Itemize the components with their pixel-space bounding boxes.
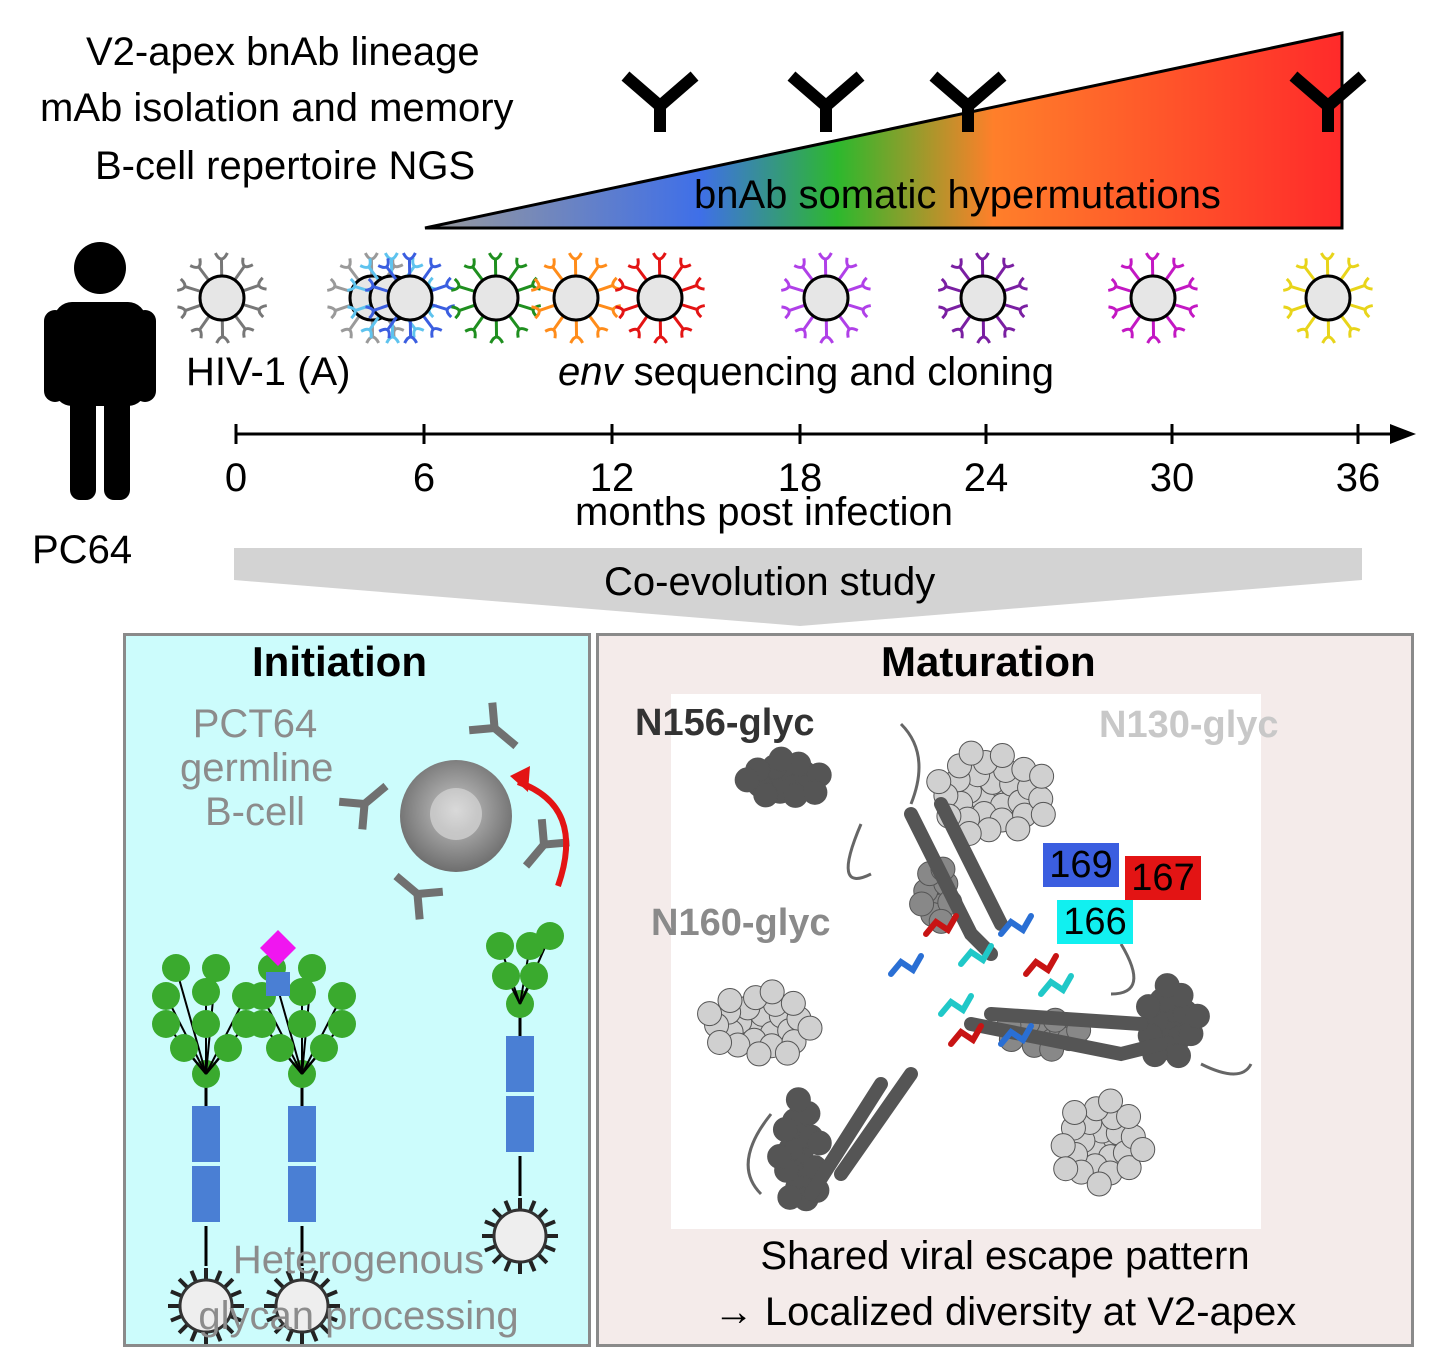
coevolution-banner-shape xyxy=(234,548,1362,626)
axis-tick-label: 30 xyxy=(1149,456,1195,500)
env-sequencing-text: sequencing and cloning xyxy=(622,350,1054,394)
residue-sticks xyxy=(938,993,974,1017)
glycan-tree-icon xyxy=(486,922,564,1196)
env-virion-icon xyxy=(1282,252,1374,344)
axis-tick-label: 12 xyxy=(589,456,635,500)
protein-ribbons xyxy=(804,797,1168,1201)
env-virion-icon xyxy=(1107,252,1199,344)
axis-tick-label: 24 xyxy=(963,456,1009,500)
arrowhead xyxy=(510,766,530,792)
timeline-axis xyxy=(234,424,1416,444)
header-line-1: V2-apex bnAb lineage xyxy=(86,30,480,74)
initiation-panel: Initiation PCT64 germline B-cell Heterog… xyxy=(123,633,591,1347)
header-line-3: B-cell repertoire NGS xyxy=(95,144,476,188)
n156-glycan-spheres xyxy=(734,746,832,808)
env-virion-icon xyxy=(614,252,706,344)
residue-sticks xyxy=(1038,973,1074,997)
env-virion-icon xyxy=(780,252,872,344)
hiv-label: HIV-1 (A) xyxy=(186,350,351,394)
env-sequencing-label: env sequencing and cloning xyxy=(558,352,1054,392)
bcell-label-line-2: germline xyxy=(180,746,334,790)
glycan-spheres xyxy=(767,1087,832,1212)
maturation-panel: Maturation N156-glyc N130-glyc N160-glyc… xyxy=(596,633,1414,1347)
initiation-footer-line-2: glycan processing xyxy=(198,1294,519,1338)
residue-sticks xyxy=(998,1023,1034,1047)
initiation-footer: Heterogenous glycan processing xyxy=(156,1232,561,1344)
residue-sticks xyxy=(923,913,959,937)
initiation-title: Initiation xyxy=(252,638,427,685)
axis-tick-label: 0 xyxy=(224,456,248,500)
antibody-icon xyxy=(929,71,1007,132)
n160-glycan-label: N160-glyc xyxy=(651,902,831,944)
glycan-illustration xyxy=(152,702,570,1344)
bcell-receptor-icon xyxy=(393,872,444,920)
axis-tick-label: 36 xyxy=(1335,456,1381,500)
residue-sticks xyxy=(958,943,994,967)
coevolution-banner: Co-evolution study xyxy=(604,560,936,604)
maturation-footer-line-1: Shared viral escape pattern xyxy=(760,1234,1250,1278)
env-virion-icon xyxy=(530,252,622,344)
glycan-tree-icon xyxy=(152,954,260,1266)
maturation-title: Maturation xyxy=(881,638,1096,685)
antibody-icon xyxy=(787,71,865,132)
n130-glycan-label: N130-glyc xyxy=(1099,704,1279,746)
virion-icon xyxy=(264,1268,340,1344)
residue-sticks xyxy=(1023,953,1059,977)
structure-image xyxy=(671,694,1261,1229)
env-virion-icon xyxy=(450,252,542,344)
hiv-virion-icon xyxy=(176,252,268,344)
bcell-label-line-1: PCT64 xyxy=(192,702,318,746)
maturation-footer-line-2: → Localized diversity at V2-apex xyxy=(713,1290,1297,1334)
residue-sticks xyxy=(888,953,924,977)
axis-tick-label: 18 xyxy=(777,456,823,500)
position-169-label: 169 xyxy=(1043,843,1119,887)
virion-icon xyxy=(482,1198,558,1274)
n160-glycan-spheres xyxy=(697,979,823,1067)
bcell-label-line-3: B-cell xyxy=(204,790,306,834)
virion-icon xyxy=(168,1268,244,1344)
initiation-footer-line-1: Heterogenous xyxy=(232,1238,485,1282)
donor-label: PC64 xyxy=(32,528,133,572)
axis-arrowhead xyxy=(1390,424,1416,444)
env-gene-name: env xyxy=(558,350,623,394)
glycan-spheres xyxy=(1050,1088,1156,1197)
person-icon xyxy=(44,242,156,500)
env-virion-icon xyxy=(937,252,1029,344)
glycan-tree-icon xyxy=(248,930,356,1266)
residue-sticks xyxy=(998,913,1034,937)
bcell-label: PCT64 germline B-cell xyxy=(180,702,334,834)
bcell-receptor-icon xyxy=(468,702,519,750)
position-166-label: 166 xyxy=(1057,900,1133,944)
somatic-hypermutation-triangle xyxy=(424,31,1367,230)
protein-loops xyxy=(746,722,1253,1196)
bcell-receptor-icon xyxy=(338,782,389,830)
n156-glycan-label: N156-glyc xyxy=(635,702,815,744)
virus-timepoints xyxy=(176,252,1374,344)
antibody-icon xyxy=(1289,71,1367,132)
curved-arrow xyxy=(516,779,569,887)
axis-label: months post infection xyxy=(575,490,953,534)
residue-sticks xyxy=(948,1023,984,1047)
header-line-2: mAb isolation and memory xyxy=(40,86,514,130)
n130-glycan-spheres xyxy=(926,740,1056,846)
triangle-label: bnAb somatic hypermutations xyxy=(694,173,1221,217)
axis-tick-label: 6 xyxy=(412,456,436,500)
position-167-label: 167 xyxy=(1125,856,1201,900)
antibody-icon xyxy=(621,71,699,132)
gradient-triangle xyxy=(424,31,1344,230)
v2-apex-structure xyxy=(697,722,1253,1212)
